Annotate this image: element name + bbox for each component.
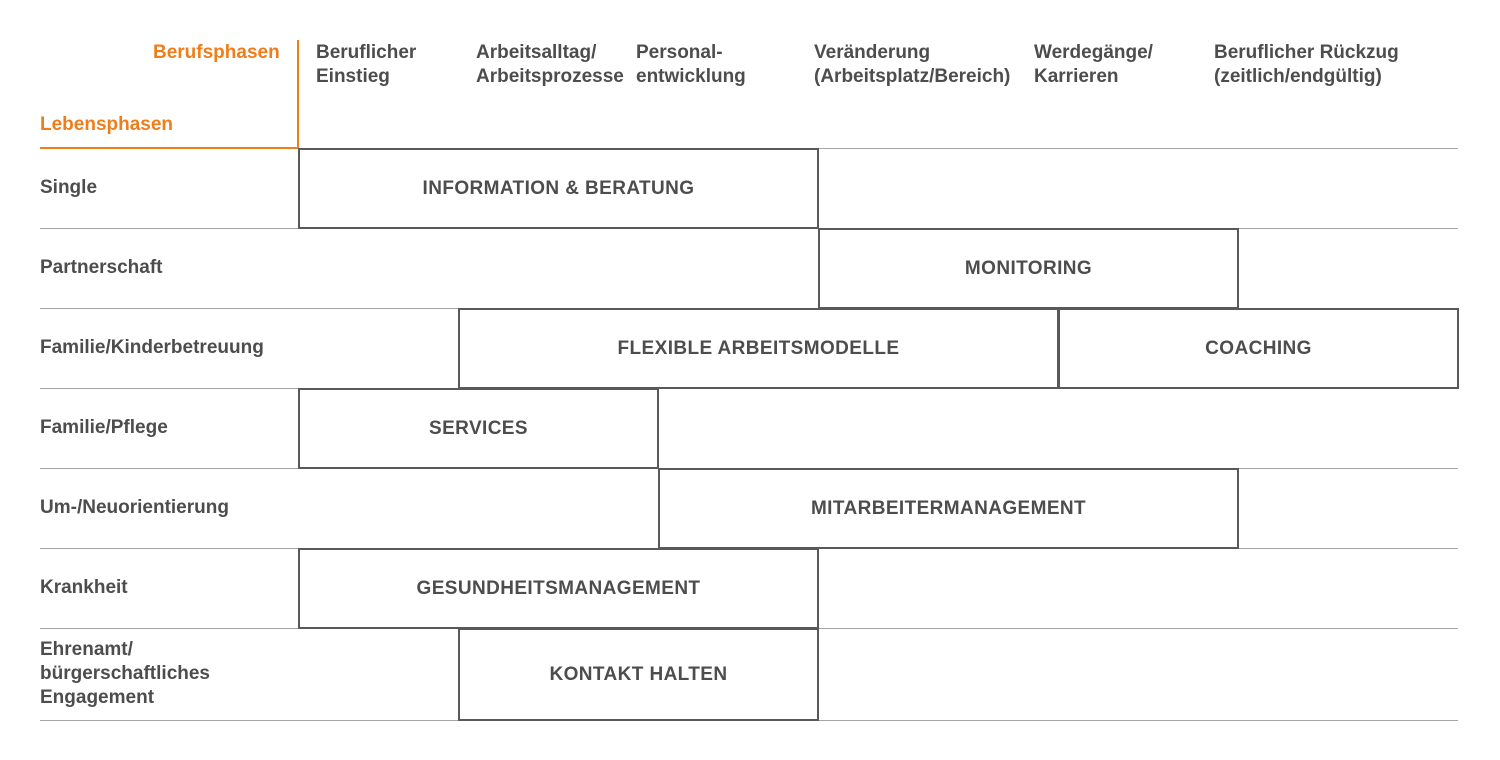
column-header: Beruflicher Einstieg [316, 42, 417, 87]
measure-block: KONTAKT HALTEN [458, 628, 819, 721]
row-label: Um-/Neuorientierung [40, 497, 229, 518]
measure-block-label: FLEXIBLE ARBEITSMODELLE [617, 337, 900, 359]
row-label: Partnerschaft [40, 257, 163, 278]
corner-divider-vertical [297, 40, 299, 149]
measure-block-label: MONITORING [964, 257, 1093, 279]
measure-block-label: INFORMATION & BERATUNG [422, 177, 695, 199]
measure-block: MONITORING [818, 228, 1239, 309]
measure-block-label: KONTAKT HALTEN [549, 663, 728, 685]
corner-divider-horizontal [40, 147, 298, 149]
measure-block: GESUNDHEITSMANAGEMENT [298, 548, 819, 629]
measure-block-label: COACHING [1205, 337, 1312, 359]
row-label: Krankheit [40, 577, 128, 598]
column-header: Arbeitsalltag/ Arbeitsprozesse [476, 42, 624, 87]
measure-block: SERVICES [298, 388, 659, 469]
measure-block: INFORMATION & BERATUNG [298, 148, 819, 229]
row-label: Familie/Pflege [40, 417, 168, 438]
row-label: Familie/Kinderbetreuung [40, 337, 264, 358]
row-label: Ehrenamt/ bürgerschaftliches Engagement [40, 639, 210, 708]
measure-block: COACHING [1058, 308, 1459, 389]
column-header: Beruflicher Rückzug (zeitlich/endgültig) [1214, 42, 1399, 87]
measure-block-label: SERVICES [429, 417, 528, 439]
column-axis-label: Berufsphasen [153, 42, 280, 63]
measure-block: MITARBEITERMANAGEMENT [658, 468, 1239, 549]
column-header: Personal- entwicklung [636, 42, 746, 87]
row-label: Single [40, 177, 98, 198]
measure-block-label: MITARBEITERMANAGEMENT [810, 497, 1087, 519]
measure-block: FLEXIBLE ARBEITSMODELLE [458, 308, 1059, 389]
column-header: Veränderung (Arbeitsplatz/Bereich) [814, 42, 1011, 87]
header-separator-line [298, 148, 1458, 149]
column-header: Werdegänge/ Karrieren [1034, 42, 1153, 87]
row-axis-label: Lebensphasen [40, 114, 174, 135]
measure-block-label: GESUNDHEITSMANAGEMENT [416, 577, 701, 599]
